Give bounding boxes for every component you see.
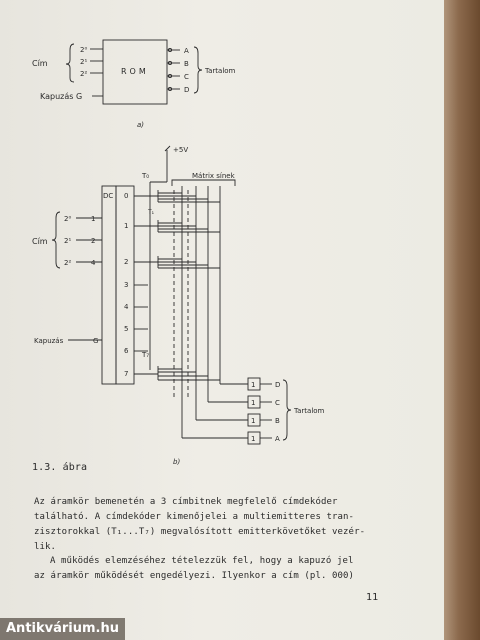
t1-label: T₁ [147, 209, 155, 216]
body-line-5: A működés elemzéséhez tételezzük fel, ho… [50, 556, 354, 566]
fig-a-caption: a) [137, 121, 144, 129]
body-line-3: zisztorokkal (T₁...T₇) megvalósított emi… [34, 527, 366, 537]
rom-label: ROM [121, 67, 149, 76]
book-page [0, 0, 446, 640]
transistor-row-7 [157, 366, 220, 381]
buffer-c [247, 395, 272, 409]
fig-b-output-b: B [275, 417, 280, 425]
fig-b-input-2-2: 2² [64, 259, 71, 267]
gate-pin: G [93, 337, 98, 345]
fig-a-outputs [167, 47, 180, 92]
t7-label: T₇ [141, 351, 149, 359]
pin-1: 1 [91, 215, 95, 223]
fig-a-input-2-2: 2² [80, 70, 87, 78]
dc-out-0: 0 [124, 192, 128, 200]
dc-out-5: 5 [124, 325, 128, 333]
decoder-left-strip [101, 185, 117, 385]
matrix-label: Mátrix sínek [192, 172, 236, 180]
buffer-d [247, 377, 272, 391]
rom-block [102, 39, 168, 105]
pin-2: 2 [91, 237, 95, 245]
supply-arrow [164, 145, 171, 152]
fig-b-caption: b) [173, 458, 180, 466]
body-line-1: Az áramkör bemenetén a 3 címbitnek megfe… [34, 497, 338, 507]
body-line-4: lik. [34, 542, 57, 552]
body-line-6: az áramkör működését engedélyezi. Ilyenk… [34, 571, 355, 581]
fig-b-output-d: D [275, 381, 280, 389]
supply-voltage-label: +5V [173, 146, 188, 154]
fig-a-output-a: A [184, 47, 189, 55]
pin-4: 4 [91, 259, 96, 267]
fig-a-address-label: Cím [32, 59, 48, 68]
fig-b-output-c: C [275, 399, 280, 407]
fig-b-address-label: Cím [32, 237, 48, 246]
dc-out-6: 6 [124, 347, 129, 355]
dc-out-1: 1 [124, 222, 128, 230]
fig-b-address-brace [51, 211, 61, 269]
transistor-row-0 [157, 190, 220, 203]
figure-caption: 1.3. ábra [32, 462, 88, 473]
fig-a-input-2-0: 2⁰ [80, 46, 87, 54]
buffer-a [247, 431, 272, 445]
watermark: Antikvárium.hu [0, 618, 125, 640]
figure-a: Cím 2⁰ 2¹ 2² ROM Kapuzás G A B C D Tarta… [32, 39, 236, 129]
fig-a-output-b: B [184, 60, 189, 68]
fig-a-input-2-1: 2¹ [80, 58, 87, 66]
fig-b-input-2-1: 2¹ [64, 237, 71, 245]
fig-a-output-c: C [184, 73, 189, 81]
fig-b-output-a: A [275, 435, 280, 443]
fig-b-gate-label: Kapuzás [34, 337, 64, 345]
matrix-bracket [171, 179, 236, 186]
fig-b-input-2-0: 2⁰ [64, 215, 71, 223]
fig-a-output-d: D [184, 86, 189, 94]
buffer-d-label: 1 [251, 381, 255, 389]
dc-out-3: 3 [124, 281, 128, 289]
fig-b-output-brace [282, 379, 292, 441]
buffer-b [247, 413, 272, 427]
dc-out-4: 4 [124, 303, 129, 311]
body-line-2: található. A címdekóder kimenőjelei a mu… [34, 512, 355, 522]
page-number: 11 [366, 592, 379, 603]
fig-b-content-label: Tartalom [293, 407, 325, 415]
dc-out-7: 7 [124, 370, 128, 378]
matrix-buses [173, 186, 221, 438]
t0-label: T₀ [141, 172, 149, 180]
figure-1-3: Cím 2⁰ 2¹ 2² ROM Kapuzás G A B C D Tarta… [32, 39, 325, 466]
buffer-b-label: 1 [251, 417, 255, 425]
fig-a-gate-label: Kapuzás G [40, 92, 82, 101]
figure-b: +5V T₀ T₁ T₇ Mátrix sínek DC Cím 2⁰ 2¹ 2… [32, 145, 325, 466]
dc-out-2: 2 [124, 258, 128, 266]
transistor-row-1 [157, 220, 220, 233]
decoder-label: DC [103, 192, 113, 200]
book-spine [444, 0, 480, 640]
buffer-c-label: 1 [251, 399, 255, 407]
fig-a-content-label: Tartalom [204, 67, 236, 75]
buffer-a-label: 1 [251, 435, 255, 443]
fig-a-address-brace [65, 43, 75, 83]
fig-a-output-brace [193, 46, 203, 94]
transistor-row-2 [157, 256, 220, 269]
